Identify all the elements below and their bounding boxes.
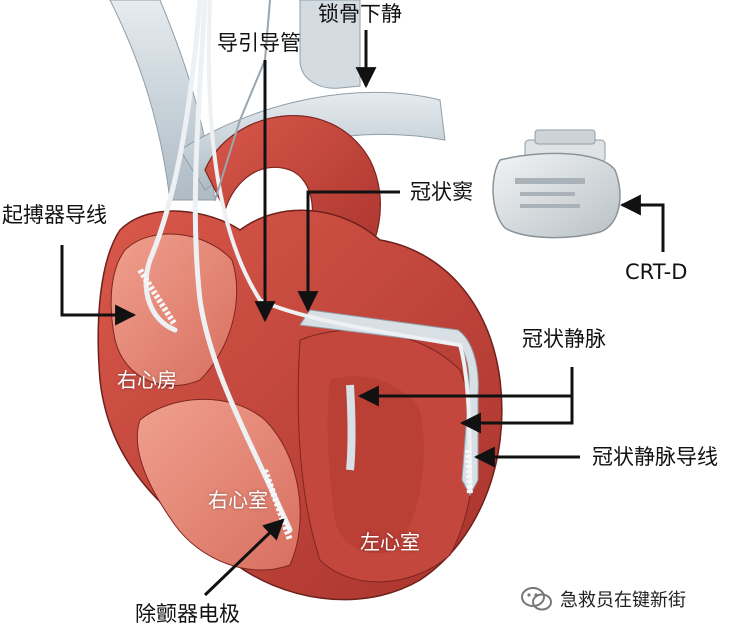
label-crt-d: CRT-D xyxy=(625,260,688,284)
label-coronary-vein: 冠状静脉 xyxy=(522,327,606,351)
great-vessels xyxy=(109,0,446,201)
pointer-arrows xyxy=(60,30,665,597)
arrow-crt-d xyxy=(619,194,665,252)
coronary-vein-vessel xyxy=(299,309,479,497)
label-guide-catheter: 导引导管 xyxy=(217,31,301,55)
arrow-defibrillator xyxy=(203,518,285,597)
electrode-coils xyxy=(137,268,473,542)
pacing-leads xyxy=(143,0,472,533)
wechat-icon xyxy=(521,587,552,611)
arrow-coronary-vein-b xyxy=(459,396,574,434)
label-coronary-sinus: 冠状窦 xyxy=(410,180,473,204)
label-right-atrium: 右心房 xyxy=(117,368,177,392)
label-right-ventricle: 右心室 xyxy=(208,488,268,512)
right-ventricle-chamber xyxy=(136,398,301,571)
watermark: 急救员在键新街 xyxy=(520,584,686,614)
label-pacemaker-lead: 起搏器导线 xyxy=(2,203,107,227)
label-subclavian-vein: 锁骨下静 xyxy=(318,2,402,26)
arrow-coronary-sinus xyxy=(297,190,400,313)
label-defibrillator-electrode: 除颤器电极 xyxy=(135,602,240,626)
label-coronary-vein-lead: 冠状静脉导线 xyxy=(592,445,718,469)
arrow-pacemaker-lead xyxy=(60,245,137,326)
label-left-ventricle: 左心室 xyxy=(360,530,420,554)
crt-d-device xyxy=(492,129,621,239)
watermark-text: 急救员在键新街 xyxy=(560,590,686,611)
